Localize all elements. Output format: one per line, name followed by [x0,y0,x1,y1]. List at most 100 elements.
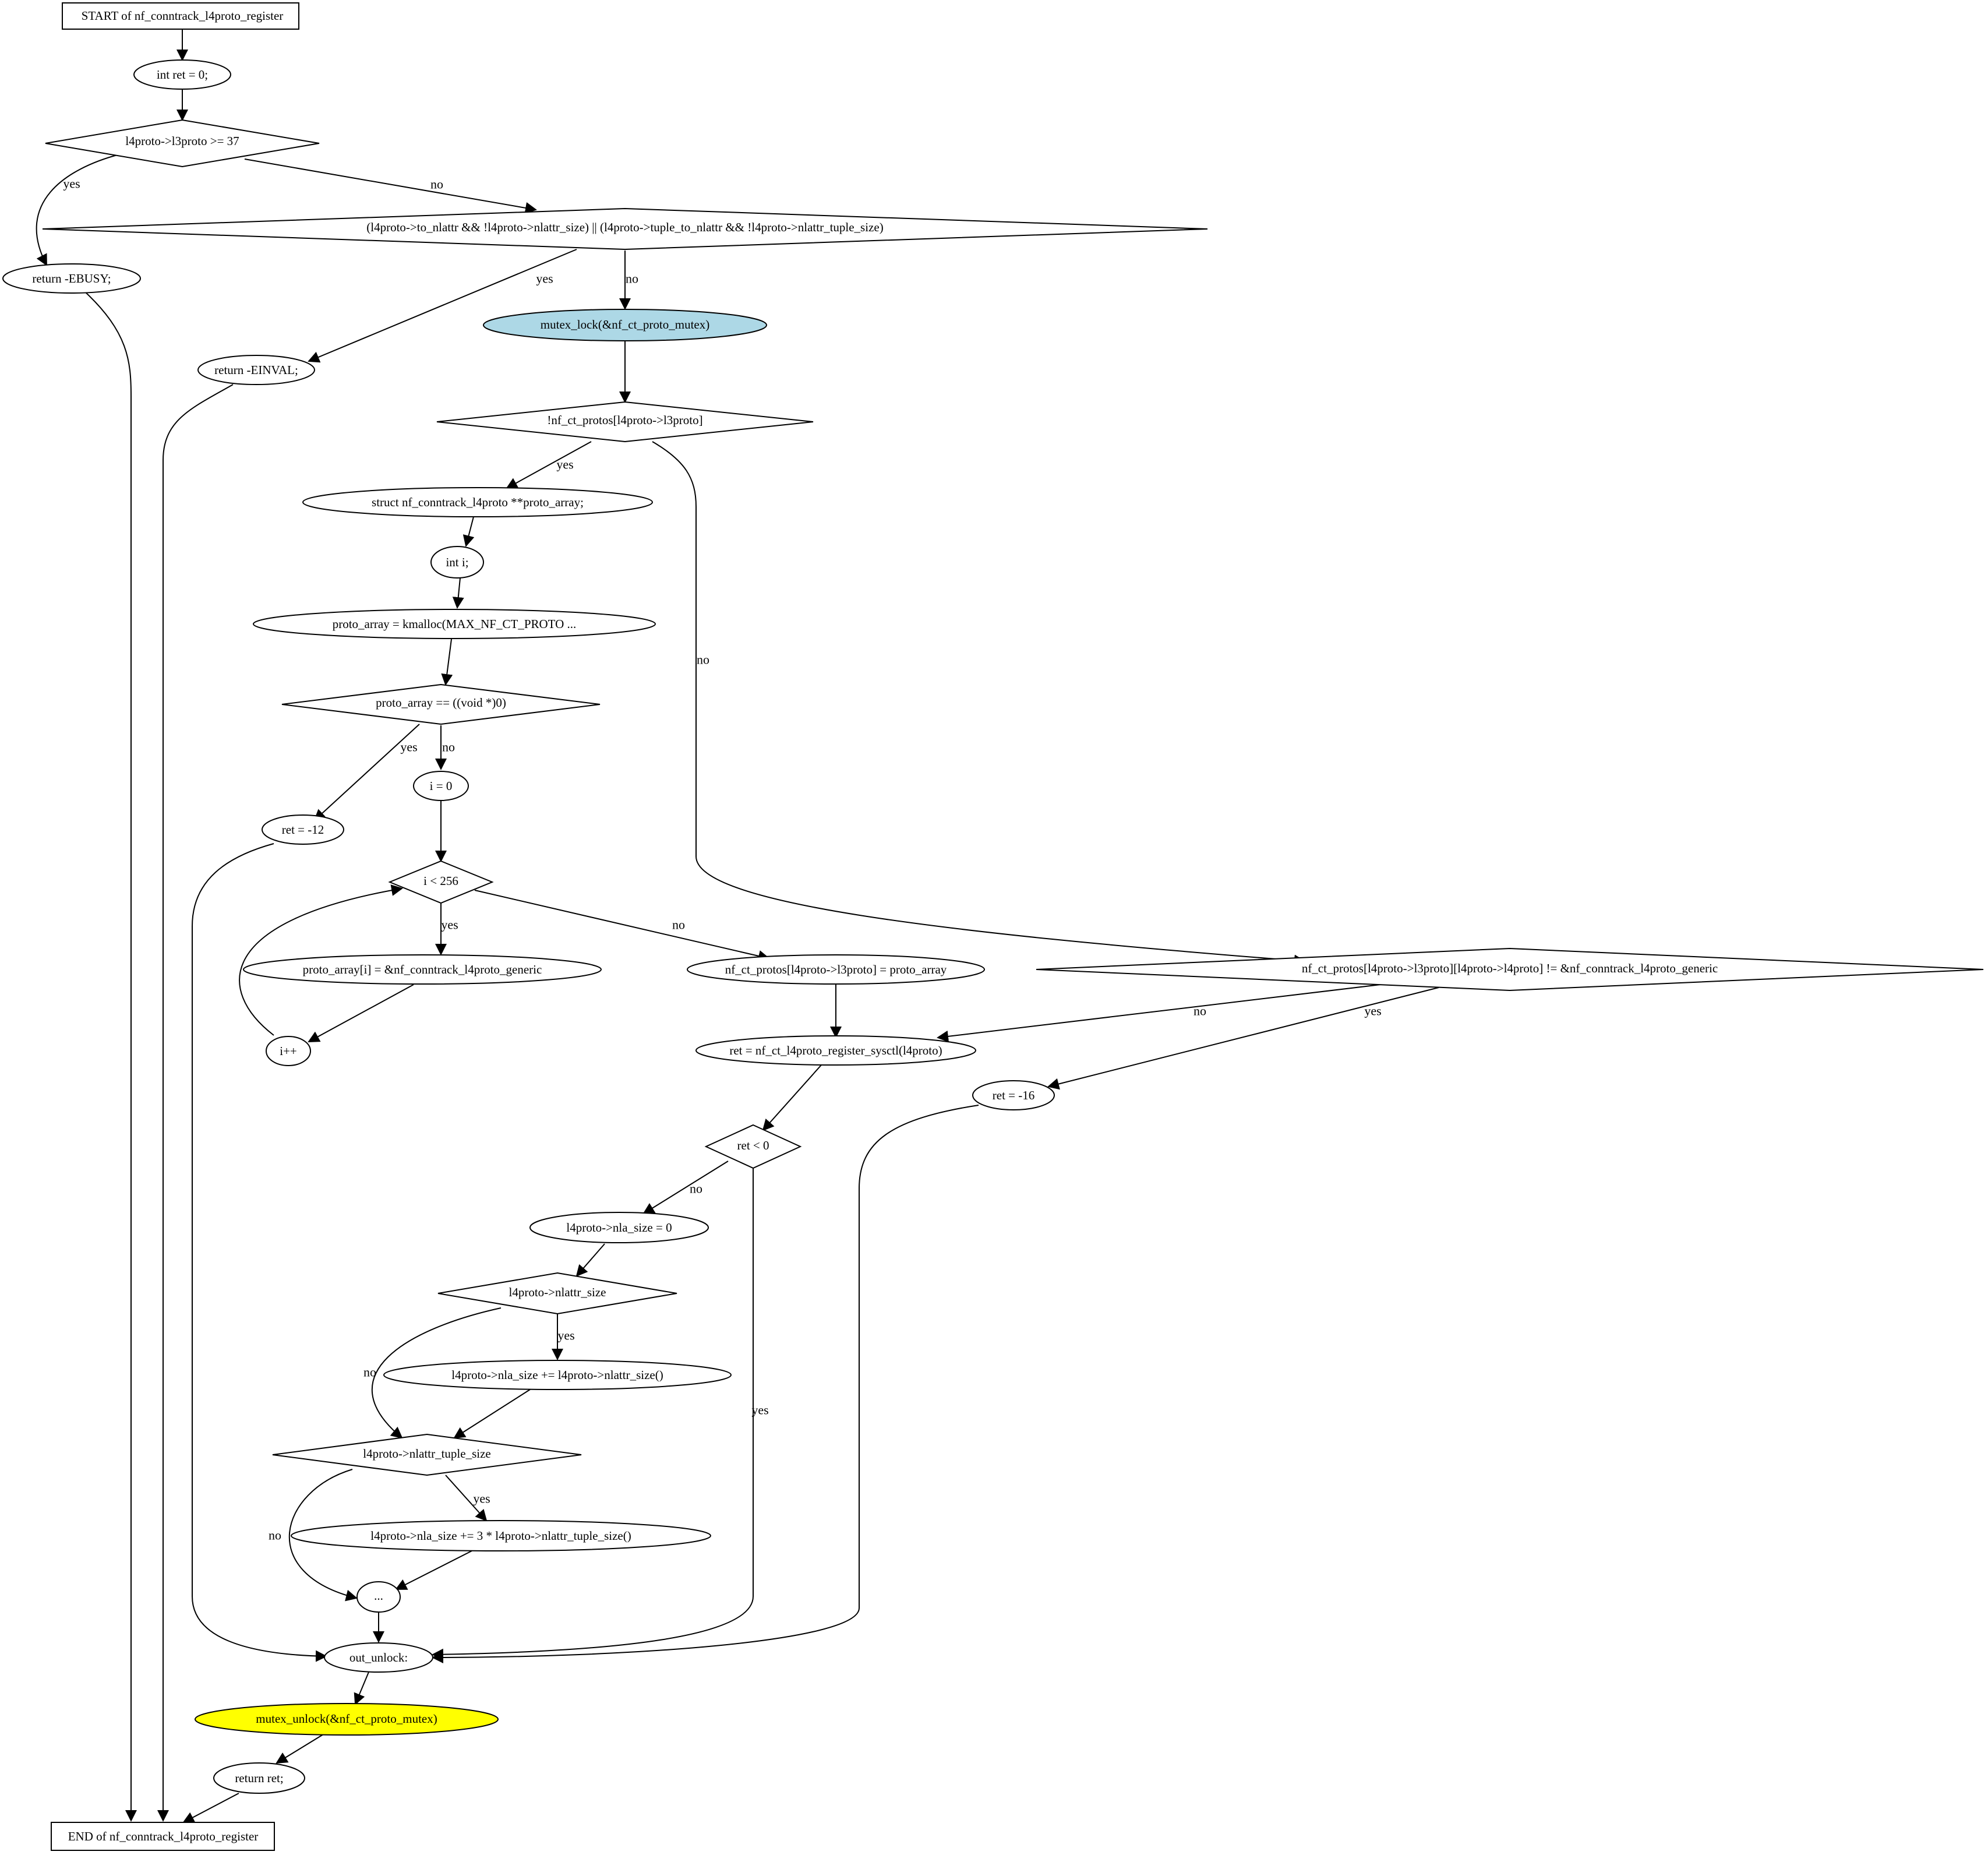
edge-label-cond-generic-no: no [1193,1004,1206,1018]
edge-cond-tuple-no [288,1469,358,1602]
edge-cond-loop-no [474,890,770,962]
node-cond-null-diamond [281,683,601,725]
label-return-ret: return ret; [235,1771,283,1785]
edge-cond-protos-yes [506,441,592,489]
node-return-einval-ellipse [197,355,315,385]
node-nla-add-ellipse [383,1360,732,1390]
edge-out-unlock-to-mutex-unlock [354,1671,369,1705]
node-assign-generic-ellipse [243,954,602,985]
label-return-einval: return -EINVAL; [214,363,298,377]
label-i-inc: i++ [280,1044,297,1058]
edge-mutex-unlock-to-return-ret [276,1734,324,1764]
node-return-ebusy-ellipse [2,263,141,294]
edge-cond-ret-no [642,1161,729,1215]
node-cond-tuple-diamond [272,1433,582,1476]
label-struct-decl: struct nf_conntrack_l4proto **proto_arra… [372,495,584,509]
label-nla-add3: l4proto->nla_size += 3 * l4proto->nlattr… [370,1529,631,1543]
edge-cond-l3proto-yes [36,154,120,266]
node-out-unlock-ellipse [324,1642,433,1673]
node-ret-16-ellipse [972,1080,1055,1110]
edge-cond-generic-yes [1047,987,1439,1090]
edge-ebusy-to-end [84,291,137,1822]
label-cond-loop: i < 256 [423,874,458,888]
edge-struct-to-int-i [462,516,475,547]
node-cond-generic-diamond [1036,947,1984,992]
node-ret-12-ellipse [262,814,344,845]
label-ret-16: ret = -16 [993,1088,1035,1102]
node-mutex-lock-ellipse [483,309,767,341]
edge-label-cond-nlattr-yes: yes [536,271,553,286]
label-int-ret: int ret = 0; [157,68,208,82]
label-ret-12: ret = -12 [282,823,324,837]
node-cond-l3proto-diamond [45,119,320,168]
edge-cond-tuple-yes [445,1475,488,1522]
label-cond-null: proto_array == ((void *)0) [376,696,506,710]
edge-cond-null-yes [313,724,420,821]
label-i-zero: i = 0 [430,779,453,793]
edge-cond-l3proto-no [244,158,537,214]
label-assign-protos: nf_ct_protos[l4proto->l3proto] = proto_a… [725,962,947,976]
edge-label-cond-l3proto-yes: yes [63,177,80,191]
edge-label-cond-loop-no: no [672,918,685,932]
edge-ret12-to-out-unlock [192,843,327,1662]
label-mutex-lock: mutex_lock(&nf_ct_proto_mutex) [541,318,709,331]
node-struct-decl-ellipse [302,487,653,517]
edge-label-cond-l3proto-no: no [430,177,443,192]
edge-label-cond-tuple-no: no [269,1528,281,1543]
edge-label-cond-nlattr-size-yes: yes [557,1328,574,1343]
label-cond-tuple: l4proto->nlattr_tuple_size [363,1447,490,1461]
node-int-ret-ellipse [133,59,231,90]
edge-label-cond-nlattr-no: no [626,271,638,286]
label-cond-generic: nf_ct_protos[l4proto->l3proto][l4proto->… [1302,961,1718,975]
node-i-inc-ellipse [266,1036,311,1066]
label-mutex-unlock: mutex_unlock(&nf_ct_proto_mutex) [256,1712,437,1726]
edge-nla-zero-to-cond-nlattr-size [575,1243,605,1277]
node-kmalloc-ellipse [253,609,656,639]
node-return-ret-ellipse [213,1762,305,1794]
edge-label-cond-null-no: no [442,740,455,754]
node-i-zero-ellipse [413,771,469,801]
edge-label-cond-generic-yes: yes [1364,1004,1381,1018]
node-cond-protos-diamond [436,401,814,443]
node-cond-nlattr-size-diamond [437,1272,677,1315]
edge-cond-protos-no [652,441,1306,967]
edge-label-cond-tuple-yes: yes [473,1491,490,1506]
edge-ret16-to-out-unlock [432,1105,979,1663]
edge-cond-generic-no [937,984,1381,1042]
label-cond-l3proto: l4proto->l3proto >= 37 [125,134,239,148]
edge-einval-to-end [157,384,234,1822]
label-int-i: int i; [446,555,468,569]
edge-cond-nlattr-yes [308,249,577,363]
label-sysctl: ret = nf_ct_l4proto_register_sysctl(l4pr… [729,1043,942,1057]
label-cond-protos: !nf_ct_protos[l4proto->l3proto] [547,413,702,427]
edge-label-cond-loop-yes: yes [441,918,458,932]
edge-kmalloc-to-cond-null [441,639,453,686]
node-ellipsis-ellipse [356,1581,401,1613]
label-end: END of nf_conntrack_l4proto_register [68,1829,259,1843]
edge-label-cond-ret-no: no [690,1182,702,1196]
edge-label-cond-null-yes: yes [400,740,417,754]
label-kmalloc: proto_array = kmalloc(MAX_NF_CT_PROTO ..… [333,617,577,631]
edge-nla-add-to-cond-tuple [453,1389,531,1439]
edge-assign-generic-to-i-inc [308,984,414,1042]
edge-label-cond-protos-yes: yes [556,457,573,472]
label-cond-ret: ret < 0 [737,1138,769,1152]
edge-sysctl-to-cond-ret [762,1064,822,1131]
node-mutex-unlock-ellipse [195,1703,499,1736]
edge-int-i-to-kmalloc [452,577,464,609]
label-assign-generic: proto_array[i] = &nf_conntrack_l4proto_g… [303,962,542,976]
node-end-box [51,1822,275,1851]
label-nla-zero: l4proto->nla_size = 0 [566,1221,672,1235]
edge-label-cond-protos-no: no [697,653,709,667]
label-cond-nlattr: (l4proto->to_nlattr && !l4proto->nlattr_… [366,220,883,234]
node-cond-nlattr-diamond [42,207,1208,251]
label-out-unlock: out_unlock: [349,1651,408,1664]
node-start-box [62,2,299,30]
edge-label-cond-ret-yes: yes [751,1403,768,1417]
node-cond-ret-diamond [704,1124,802,1169]
node-int-i-ellipse [430,546,484,579]
label-start: START of nf_conntrack_l4proto_register [82,9,284,23]
edge-cond-nlattr-size-no [371,1307,502,1439]
label-nla-add: l4proto->nla_size += l4proto->nlattr_siz… [451,1368,663,1382]
